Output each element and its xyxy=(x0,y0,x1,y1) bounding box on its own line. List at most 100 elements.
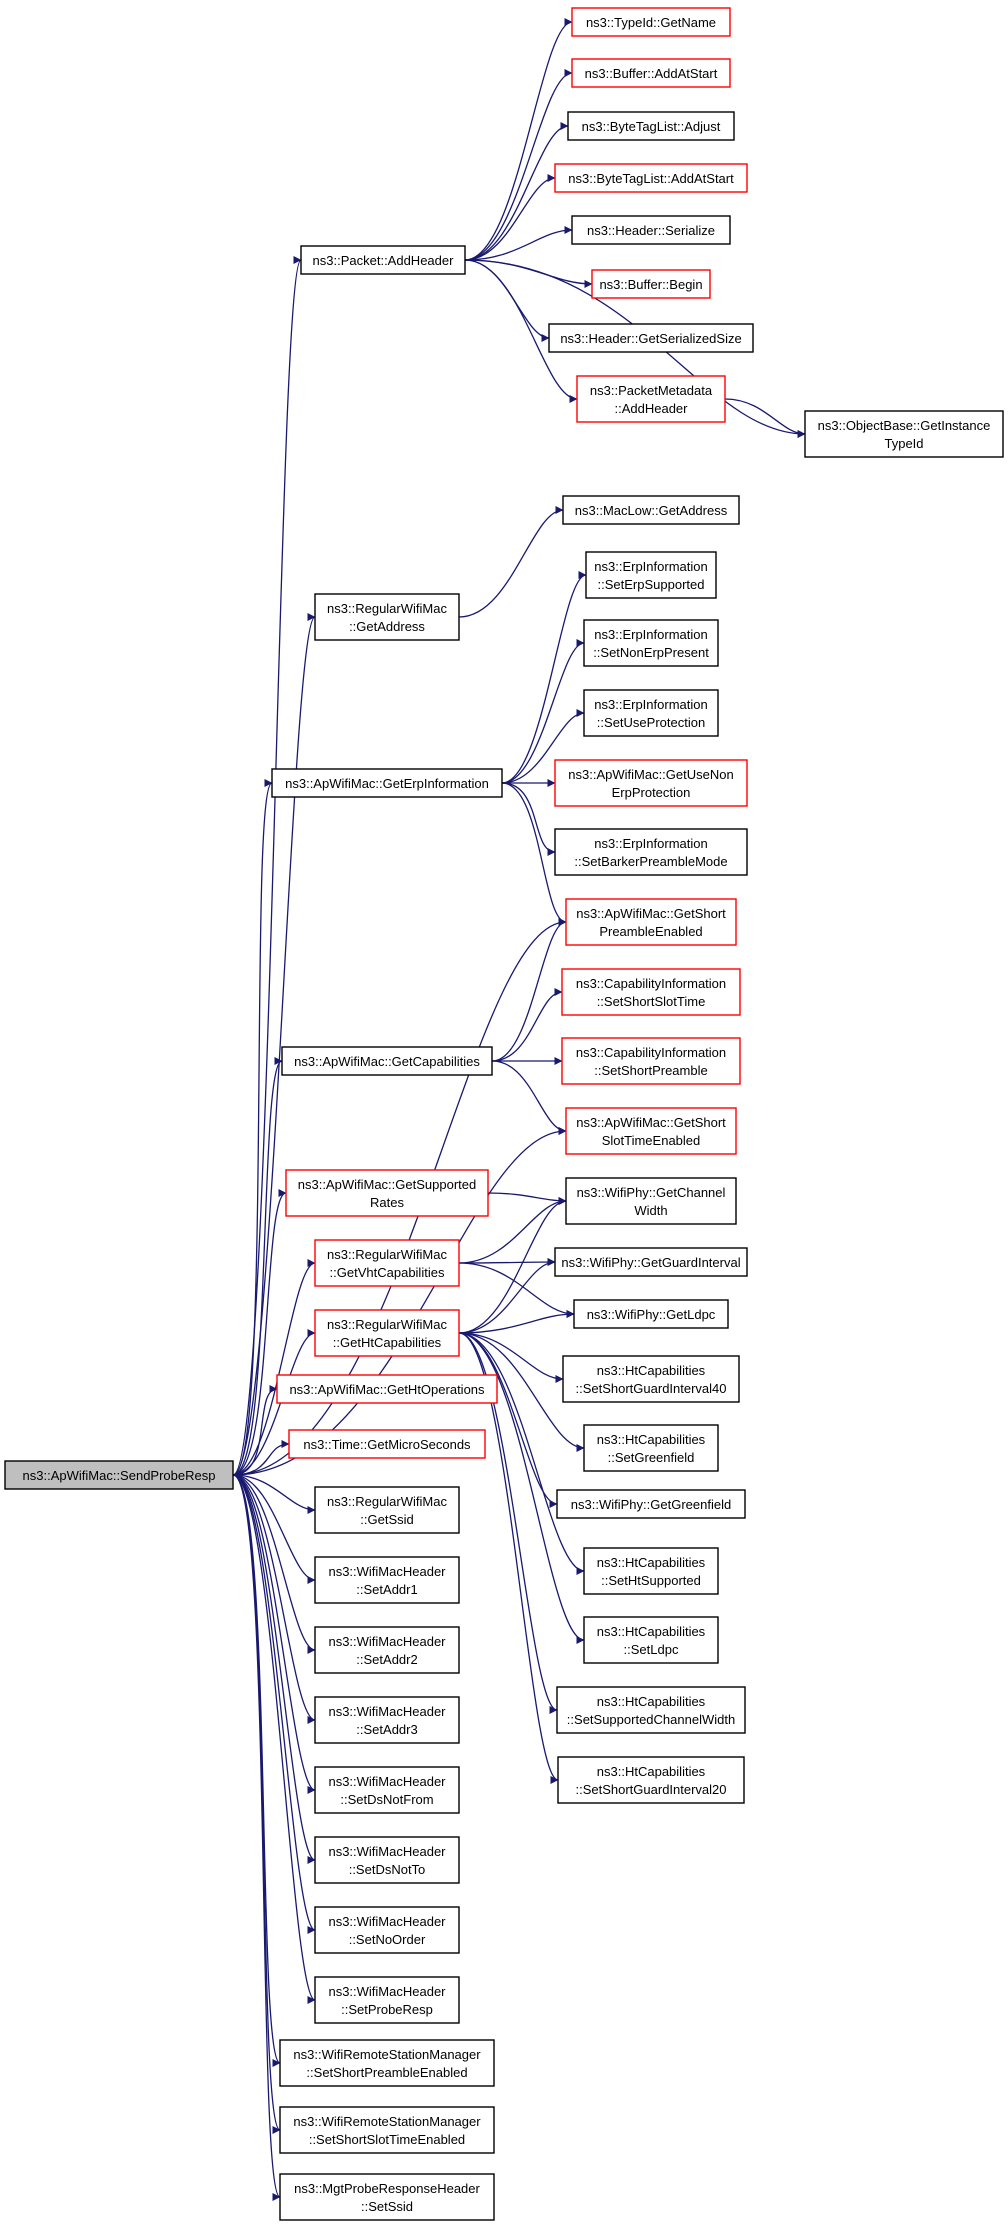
node-packet-add-header[interactable]: ns3::Packet::AddHeader xyxy=(300,245,466,275)
node-wifiphy-get-greenfield[interactable]: ns3::WifiPhy::GetGreenfield xyxy=(556,1489,746,1519)
node-box xyxy=(281,1046,493,1076)
node-wifimacheader-set-probe-resp[interactable]: ns3::WifiMacHeader::SetProbeResp xyxy=(314,1976,460,2024)
node-label: ::SetBarkerPreambleMode xyxy=(574,854,727,869)
node-label: ns3::HtCapabilities xyxy=(597,1555,706,1570)
node-label: ::SetNonErpPresent xyxy=(593,645,709,660)
node-box xyxy=(583,1424,719,1472)
node-box xyxy=(314,1309,460,1357)
node-label: ::SetHtSupported xyxy=(601,1573,701,1588)
node-label: ns3::RegularWifiMac xyxy=(327,601,447,616)
node-erpinfo-set-barker-preamble-mode[interactable]: ns3::ErpInformation::SetBarkerPreambleMo… xyxy=(554,828,748,876)
node-erpinfo-set-use-protection[interactable]: ns3::ErpInformation::SetUseProtection xyxy=(583,689,719,737)
node-label: ns3::Packet::AddHeader xyxy=(313,253,455,268)
node-wifimacheader-set-addr2[interactable]: ns3::WifiMacHeader::SetAddr2 xyxy=(314,1626,460,1674)
edge-send-probe-resp-to-apwifimac-get-ht-operations xyxy=(232,1385,278,1476)
node-label: ns3::ErpInformation xyxy=(594,627,707,642)
node-label: ::SetProbeResp xyxy=(341,2002,433,2017)
node-label: ns3::WifiMacHeader xyxy=(328,1634,446,1649)
node-label: ns3::PacketMetadata xyxy=(590,383,713,398)
node-box xyxy=(804,410,1004,458)
edge-apwifimac-get-capabilities-to-capinfo-set-short-slot-time xyxy=(491,988,563,1062)
node-label: ns3::HtCapabilities xyxy=(597,1432,706,1447)
edge-apwifimac-get-capabilities-to-apwifimac-get-short-preamble-enabled xyxy=(491,918,567,1062)
node-box xyxy=(314,593,460,641)
node-htcap-set-short-guard-interval40[interactable]: ns3::HtCapabilities::SetShortGuardInterv… xyxy=(562,1355,740,1403)
node-regularwifimac-get-vht-capabilities[interactable]: ns3::RegularWifiMac::GetVhtCapabilities xyxy=(314,1239,460,1287)
node-wifimacheader-set-ds-not-to[interactable]: ns3::WifiMacHeader::SetDsNotTo xyxy=(314,1836,460,1884)
node-label: ns3::Buffer::Begin xyxy=(599,277,702,292)
node-box xyxy=(565,1107,737,1155)
node-packetmetadata-add-header[interactable]: ns3::PacketMetadata::AddHeader xyxy=(576,375,726,423)
node-erpinfo-set-erp-supported[interactable]: ns3::ErpInformation::SetErpSupported xyxy=(585,551,717,599)
node-label: ns3::ApWifiMac::GetShort xyxy=(576,1115,726,1130)
node-htcap-set-short-guard-interval20[interactable]: ns3::HtCapabilities::SetShortGuardInterv… xyxy=(557,1756,745,1804)
node-label: ::SetShortPreambleEnabled xyxy=(306,2065,467,2080)
node-header-get-serialized-size[interactable]: ns3::Header::GetSerializedSize xyxy=(548,323,754,353)
edge-send-probe-resp-to-apwifimac-get-supported-rates xyxy=(232,1189,287,1476)
edge-packet-add-header-to-typeid-get-name xyxy=(464,18,573,261)
node-header-serialize[interactable]: ns3::Header::Serialize xyxy=(571,215,731,245)
node-wrsm-set-short-preamble-enabled[interactable]: ns3::WifiRemoteStationManager::SetShortP… xyxy=(279,2039,495,2087)
node-label: ::SetShortPreamble xyxy=(594,1063,707,1078)
node-label: ns3::MacLow::GetAddress xyxy=(575,503,728,518)
node-box xyxy=(285,1169,489,1217)
node-box xyxy=(583,1616,719,1664)
node-label: ns3::Header::Serialize xyxy=(587,223,715,238)
node-label: ::GetVhtCapabilities xyxy=(330,1265,445,1280)
node-regularwifimac-get-ssid[interactable]: ns3::RegularWifiMac::GetSsid xyxy=(314,1486,460,1534)
node-wifiphy-get-guard-interval[interactable]: ns3::WifiPhy::GetGuardInterval xyxy=(554,1247,748,1277)
node-box xyxy=(279,2173,495,2221)
node-wifimacheader-set-ds-not-from[interactable]: ns3::WifiMacHeader::SetDsNotFrom xyxy=(314,1766,460,1814)
node-htcap-set-supported-channel-width[interactable]: ns3::HtCapabilities::SetSupportedChannel… xyxy=(556,1686,746,1734)
node-maclow-get-address[interactable]: ns3::MacLow::GetAddress xyxy=(562,495,740,525)
node-label: TypeId xyxy=(884,436,923,451)
node-label: ::SetAddr1 xyxy=(356,1582,417,1597)
node-label: ns3::RegularWifiMac xyxy=(327,1494,447,1509)
node-time-get-micro-seconds[interactable]: ns3::Time::GetMicroSeconds xyxy=(288,1429,486,1459)
node-mgtproberesponseheader-set-ssid[interactable]: ns3::MgtProbeResponseHeader::SetSsid xyxy=(279,2173,495,2221)
node-regularwifimac-get-address[interactable]: ns3::RegularWifiMac::GetAddress xyxy=(314,593,460,641)
node-htcap-set-ldpc[interactable]: ns3::HtCapabilities::SetLdpc xyxy=(583,1616,719,1664)
node-capinfo-set-short-slot-time[interactable]: ns3::CapabilityInformation::SetShortSlot… xyxy=(561,968,741,1016)
node-htcap-set-greenfield[interactable]: ns3::HtCapabilities::SetGreenfield xyxy=(583,1424,719,1472)
node-htcap-set-ht-supported[interactable]: ns3::HtCapabilities::SetHtSupported xyxy=(583,1547,719,1595)
node-erpinfo-set-non-erp-present[interactable]: ns3::ErpInformation::SetNonErpPresent xyxy=(583,619,719,667)
node-bytetaglist-adjust[interactable]: ns3::ByteTagList::Adjust xyxy=(567,111,735,141)
node-box xyxy=(276,1374,498,1404)
node-box xyxy=(314,1556,460,1604)
edge-apwifimac-get-erp-information-to-erpinfo-set-erp-supported xyxy=(501,571,587,784)
node-box xyxy=(4,1460,234,1490)
node-box xyxy=(314,1626,460,1674)
edge-packetmetadata-add-header-to-objectbase-get-instance-typeid xyxy=(724,398,806,438)
node-wrsm-set-short-slot-time-enabled[interactable]: ns3::WifiRemoteStationManager::SetShortS… xyxy=(279,2106,495,2154)
node-box xyxy=(562,495,740,525)
node-bytetaglist-add-at-start[interactable]: ns3::ByteTagList::AddAtStart xyxy=(554,163,748,193)
node-regularwifimac-get-ht-capabilities[interactable]: ns3::RegularWifiMac::GetHtCapabilities xyxy=(314,1309,460,1357)
node-wifimacheader-set-addr3[interactable]: ns3::WifiMacHeader::SetAddr3 xyxy=(314,1696,460,1744)
node-wifimacheader-set-addr1[interactable]: ns3::WifiMacHeader::SetAddr1 xyxy=(314,1556,460,1604)
node-label: ::GetSsid xyxy=(360,1512,413,1527)
node-box xyxy=(314,1976,460,2024)
node-wifimacheader-set-no-order[interactable]: ns3::WifiMacHeader::SetNoOrder xyxy=(314,1906,460,1954)
node-typeid-get-name[interactable]: ns3::TypeId::GetName xyxy=(571,7,731,37)
node-label: ::SetShortGuardInterval20 xyxy=(575,1782,726,1797)
edge-apwifimac-get-supported-rates-to-wifiphy-get-channel-width xyxy=(487,1192,567,1205)
node-apwifimac-get-ht-operations[interactable]: ns3::ApWifiMac::GetHtOperations xyxy=(276,1374,498,1404)
node-label: ::SetNoOrder xyxy=(349,1932,426,1947)
node-box xyxy=(565,1177,737,1225)
node-box xyxy=(314,1696,460,1744)
node-buffer-begin[interactable]: ns3::Buffer::Begin xyxy=(591,269,711,299)
node-capinfo-set-short-preamble[interactable]: ns3::CapabilityInformation::SetShortPrea… xyxy=(561,1037,741,1085)
node-send-probe-resp[interactable]: ns3::ApWifiMac::SendProbeResp xyxy=(4,1460,234,1490)
node-label: ns3::ApWifiMac::GetUseNon xyxy=(568,767,733,782)
node-buffer-add-at-start[interactable]: ns3::Buffer::AddAtStart xyxy=(571,58,731,88)
node-apwifimac-get-capabilities[interactable]: ns3::ApWifiMac::GetCapabilities xyxy=(281,1046,493,1076)
node-wifiphy-get-ldpc[interactable]: ns3::WifiPhy::GetLdpc xyxy=(573,1299,729,1329)
node-apwifimac-get-erp-information[interactable]: ns3::ApWifiMac::GetErpInformation xyxy=(271,768,503,798)
